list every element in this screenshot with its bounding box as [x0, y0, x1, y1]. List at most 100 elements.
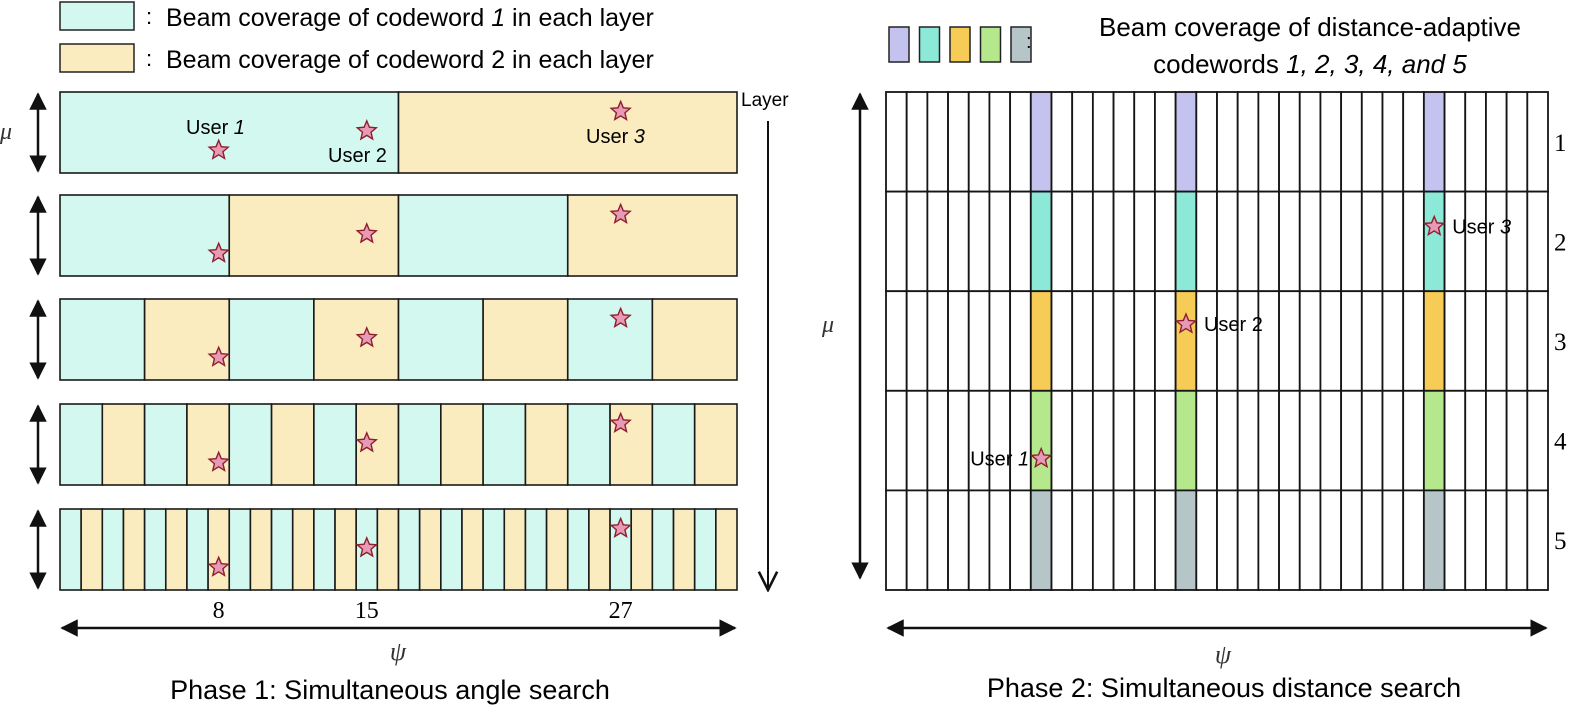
grid-cell: [1340, 190, 1363, 293]
grid-cell: [1091, 91, 1115, 193]
distance-row-4: [885, 389, 1549, 492]
beam-segment-codeword-1: [228, 298, 315, 381]
row-label: 1: [1554, 130, 1567, 157]
beam-segment-codeword-1: [228, 508, 252, 591]
beam-segment-codeword-2: [418, 508, 442, 591]
phase1-user-markers: [207, 99, 632, 577]
grid-cell: [1298, 389, 1322, 492]
beam-segment-codeword-1: [651, 403, 696, 486]
grid-cell: [885, 389, 908, 492]
grid-cell: [1257, 489, 1280, 591]
grid-cell: [885, 190, 908, 293]
phase2-legend-line-2: codewords 1, 2, 3, 4, and 5: [1153, 49, 1467, 79]
grid-cell: [1009, 489, 1032, 591]
grid-cell: [1485, 190, 1508, 293]
grid-cell: [1340, 389, 1363, 492]
user-1-star-icon: [207, 241, 230, 263]
beam-segment-codeword-1: [143, 508, 167, 591]
phase2-legend-line-1: Beam coverage of distance-adaptive: [1099, 12, 1521, 42]
grid-cell: [1216, 389, 1239, 492]
beam-segment-codeword-1: [270, 508, 294, 591]
grid-cell: [1340, 489, 1363, 591]
beam-segment-codeword-1: [566, 298, 654, 381]
grid-cell: [1402, 389, 1425, 492]
grid-cell: [1278, 489, 1301, 591]
grid-cell: [1112, 389, 1136, 492]
grid-cell: [1257, 389, 1280, 492]
user-1-label: User 1: [970, 449, 1029, 471]
codeword-2-beam-cell: [1422, 190, 1446, 293]
grid-cell: [1112, 190, 1136, 293]
psi-axis-label: ψ: [1215, 640, 1232, 669]
grid-cell: [1195, 91, 1218, 193]
legend-swatch-distance-codeword-2: [918, 26, 941, 63]
beam-segment-codeword-2: [122, 508, 146, 591]
grid-cell: [1050, 290, 1074, 392]
grid-cell: [1133, 290, 1156, 392]
layer-1-bar: [29, 91, 738, 174]
grid-cell: [1071, 91, 1094, 193]
grid-cell: [1112, 489, 1136, 591]
grid-cell: [1360, 290, 1384, 392]
beam-segment-codeword-2: [291, 508, 315, 591]
grid-cell: [1402, 489, 1425, 591]
beam-segment-codeword-2: [397, 91, 738, 174]
layer-axis-label: Layer: [741, 90, 789, 111]
grid-cell: [1236, 290, 1260, 392]
grid-cell: [1050, 91, 1074, 193]
grid-cell: [947, 389, 970, 492]
beam-segment-codeword-1: [313, 403, 357, 486]
beam-segment-codeword-1: [313, 508, 336, 591]
codeword-5-beam-cell: [1422, 489, 1446, 591]
layer-4-bar: [29, 403, 738, 486]
beam-segment-codeword-2: [566, 194, 738, 277]
user-2-label: User 2: [1204, 314, 1263, 336]
grid-cell: [905, 91, 929, 193]
grid-cell: [1257, 190, 1280, 293]
grid-cell: [1133, 190, 1156, 293]
grid-cell: [1402, 91, 1425, 193]
grid-cell: [1402, 290, 1425, 392]
grid-cell: [1278, 190, 1301, 293]
legend-swatch-codeword-1: [59, 1, 135, 31]
phase2-grid: [885, 91, 1549, 591]
grid-cell: [1381, 91, 1405, 193]
row-label: 5: [1554, 528, 1567, 555]
user-1-star-icon: [207, 345, 230, 367]
grid-cell: [905, 190, 929, 293]
grid-cell: [1505, 91, 1529, 193]
grid-cell: [1298, 489, 1322, 591]
mu-axis-label: μ: [821, 312, 834, 338]
beam-segment-codeword-2: [588, 508, 611, 591]
grid-cell: [1195, 389, 1218, 492]
grid-cell: [1112, 290, 1136, 392]
grid-cell: [1154, 489, 1177, 591]
grid-cell: [926, 91, 949, 193]
grid-cell: [1526, 91, 1549, 193]
user-3-star-icon: [609, 516, 632, 539]
codeword-2-beam-cell: [1029, 190, 1053, 293]
grid-cell: [1319, 91, 1343, 193]
beam-segment-codeword-1: [186, 508, 209, 591]
beam-segment-codeword-1: [566, 403, 611, 486]
grid-cell: [1050, 489, 1074, 591]
codeword-4-beam-cell: [1029, 389, 1053, 492]
grid-cell: [1443, 389, 1467, 492]
grid-cell: [988, 489, 1012, 591]
grid-cell: [885, 91, 908, 193]
grid-cell: [1050, 190, 1074, 293]
user-1-label: User 1: [186, 117, 245, 139]
codeword-5-beam-cell: [1029, 489, 1053, 591]
grid-cell: [1216, 290, 1239, 392]
angle-tick-label: 15: [355, 598, 379, 624]
codeword-4-beam-cell: [1174, 389, 1198, 492]
grid-cell: [905, 489, 929, 591]
user-3-star-icon: [609, 99, 632, 122]
user-2-star-icon: [355, 431, 379, 453]
beam-segment-codeword-1: [59, 403, 104, 486]
grid-cell: [1443, 91, 1467, 193]
grid-cell: [1485, 290, 1508, 392]
grid-cell: [947, 489, 970, 591]
grid-cell: [926, 489, 949, 591]
